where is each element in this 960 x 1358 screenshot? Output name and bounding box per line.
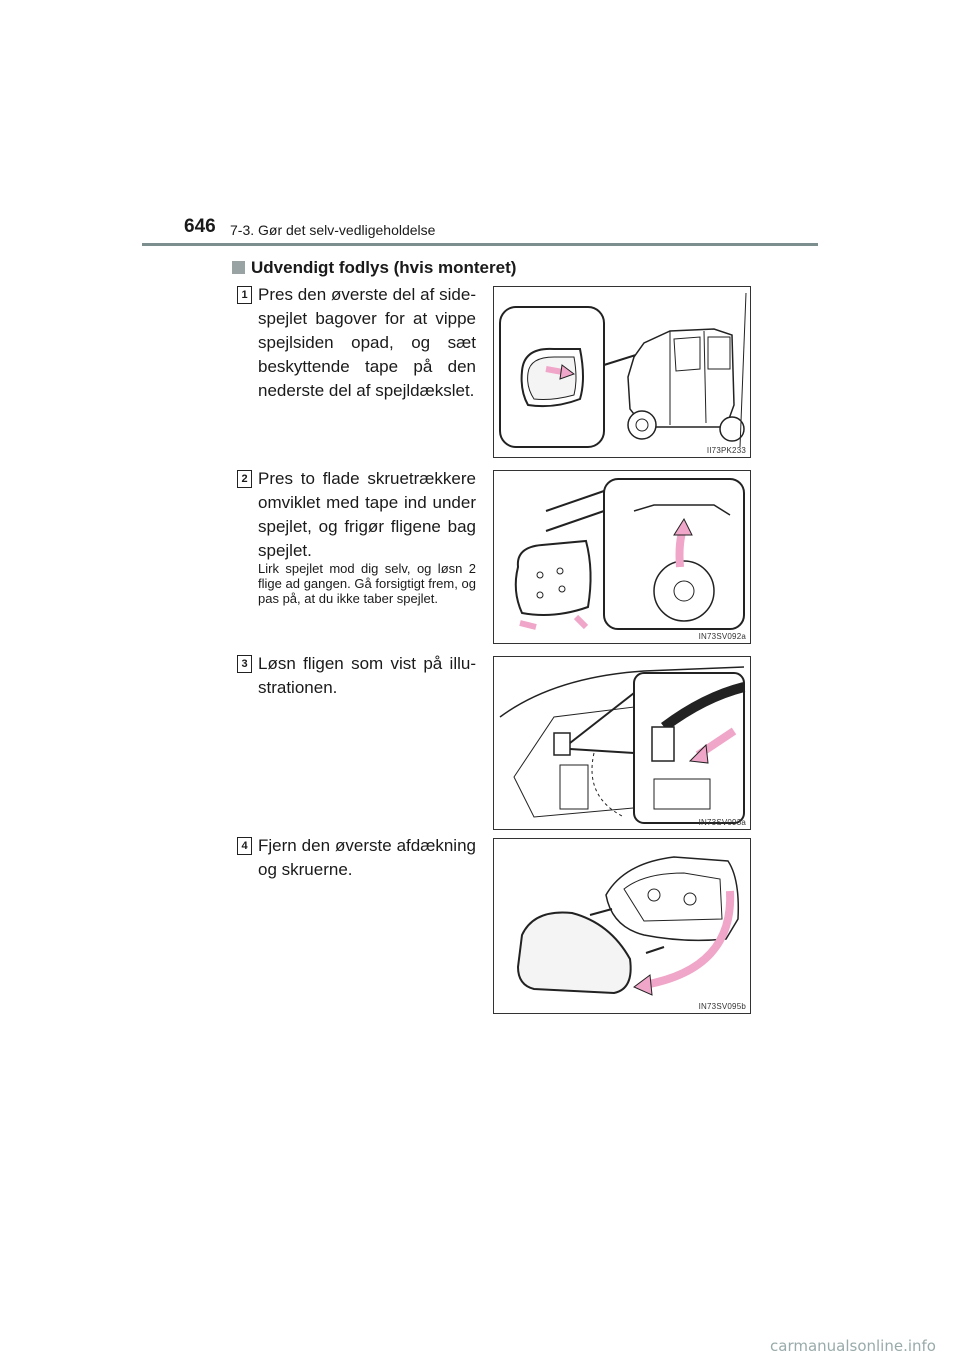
- section-heading-text: Udvendigt fodlys (hvis monteret): [251, 258, 517, 277]
- square-bullet-icon: [232, 261, 245, 274]
- step-number-4: 4: [237, 837, 252, 855]
- illustration-code-2: IN73SV092a: [698, 632, 746, 641]
- step-number-2: 2: [237, 470, 252, 488]
- step-number-3: 3: [237, 655, 252, 673]
- header-rule: [142, 243, 818, 246]
- step-1-text: Pres den øverste del af side-spejlet bag…: [258, 285, 476, 400]
- illustration-4: IN73SV095b: [493, 838, 751, 1014]
- illustration-1: II73PK233: [493, 286, 751, 458]
- section-header: 7-3. Gør det selv-vedligeholdelse: [230, 222, 436, 238]
- footer-watermark[interactable]: carmanualsonline.info: [770, 1337, 936, 1355]
- illustration-code-4: IN73SV095b: [698, 1002, 746, 1011]
- step-2-text: Pres to flade skruetrækkere omviklet med…: [258, 469, 476, 560]
- page-number: 646: [184, 216, 216, 237]
- cover-removal-drawing: [516, 856, 740, 996]
- mirror-and-truck-drawing: [499, 292, 747, 448]
- step-2-note: Lirk spejlet mod dig selv, og løsn 2 fli…: [258, 561, 476, 606]
- mirror-tab-release-drawing: [514, 478, 745, 630]
- tab-location-drawing: [499, 666, 746, 824]
- illustration-3: IN73SV093a: [493, 656, 751, 830]
- illustration-2: IN73SV092a: [493, 470, 751, 644]
- illustration-code-1: II73PK233: [706, 446, 746, 455]
- step-number-1: 1: [237, 286, 252, 304]
- illustration-code-3: IN73SV093a: [698, 818, 746, 827]
- section-heading: Udvendigt fodlys (hvis monteret): [232, 258, 516, 278]
- step-3-text: Løsn fligen som vist på illu-strationen.: [258, 654, 476, 697]
- step-4-text: Fjern den øverste afdækning og skruerne.: [258, 836, 476, 879]
